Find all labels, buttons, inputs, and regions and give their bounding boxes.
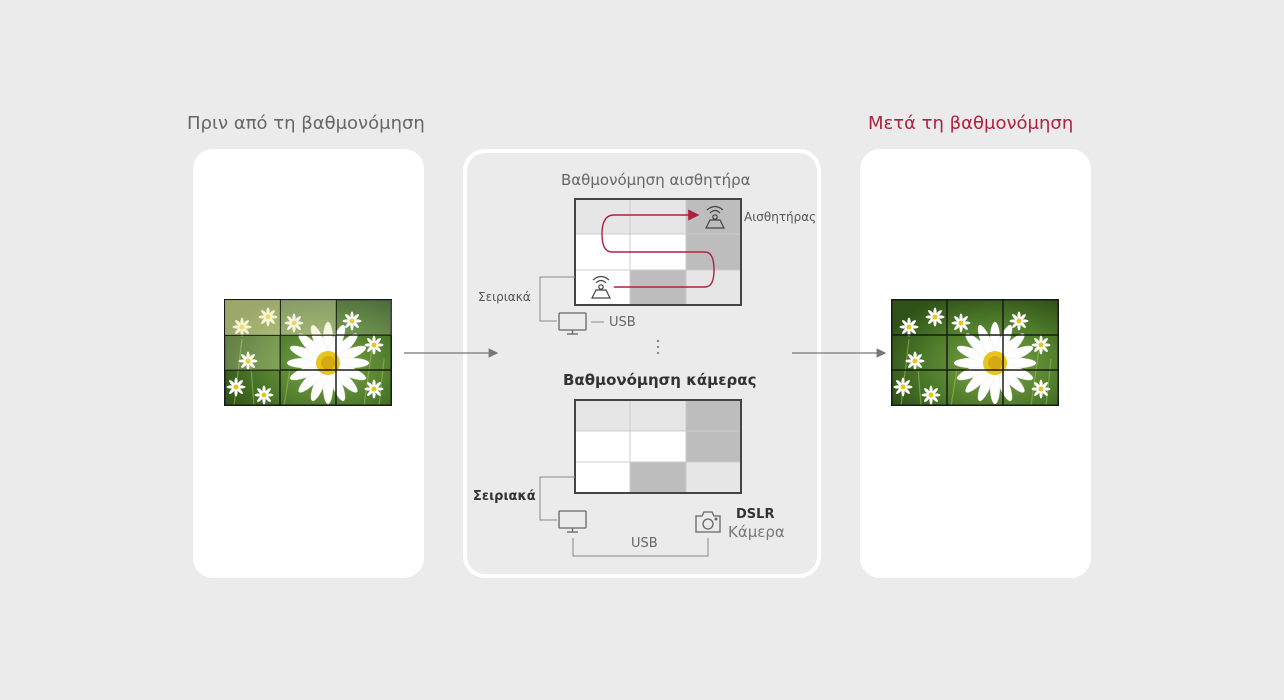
camera-calibration-grid bbox=[574, 399, 742, 494]
sensor-icon bbox=[705, 205, 725, 229]
camera-icon bbox=[695, 511, 721, 533]
after-video-wall bbox=[891, 299, 1059, 406]
camera-connection-lines bbox=[539, 476, 709, 557]
ellipsis-icon bbox=[656, 339, 660, 355]
sensor-icon bbox=[591, 275, 611, 299]
camera-calibration-heading: Βαθμονόμηση κάμερας bbox=[563, 371, 757, 389]
sensor-calibration-heading: Βαθμονόμηση αισθητήρα bbox=[561, 171, 751, 189]
sensor-serial-label: Σειριακά bbox=[478, 290, 531, 304]
before-calibration-title: Πριν από τη βαθμονόμηση bbox=[187, 113, 425, 134]
pc-monitor-icon bbox=[558, 312, 587, 335]
camera-label: Κάμερα bbox=[728, 523, 785, 541]
pc-monitor-icon bbox=[558, 510, 587, 533]
calibration-panel bbox=[463, 149, 821, 578]
camera-serial-label: Σειριακά bbox=[473, 489, 536, 504]
sensor-usb-label: USB bbox=[609, 315, 636, 330]
camera-usb-label: USB bbox=[631, 536, 658, 551]
sensor-label: Αισθητήρας bbox=[744, 210, 817, 224]
dslr-label: DSLR bbox=[736, 507, 775, 522]
sensor-scan-path bbox=[601, 209, 715, 288]
sensor-connection-lines bbox=[539, 276, 604, 323]
sensor-calibration-grid bbox=[574, 198, 742, 306]
before-video-wall bbox=[224, 299, 392, 406]
after-calibration-title: Μετά τη βαθμονόμηση bbox=[868, 113, 1074, 134]
